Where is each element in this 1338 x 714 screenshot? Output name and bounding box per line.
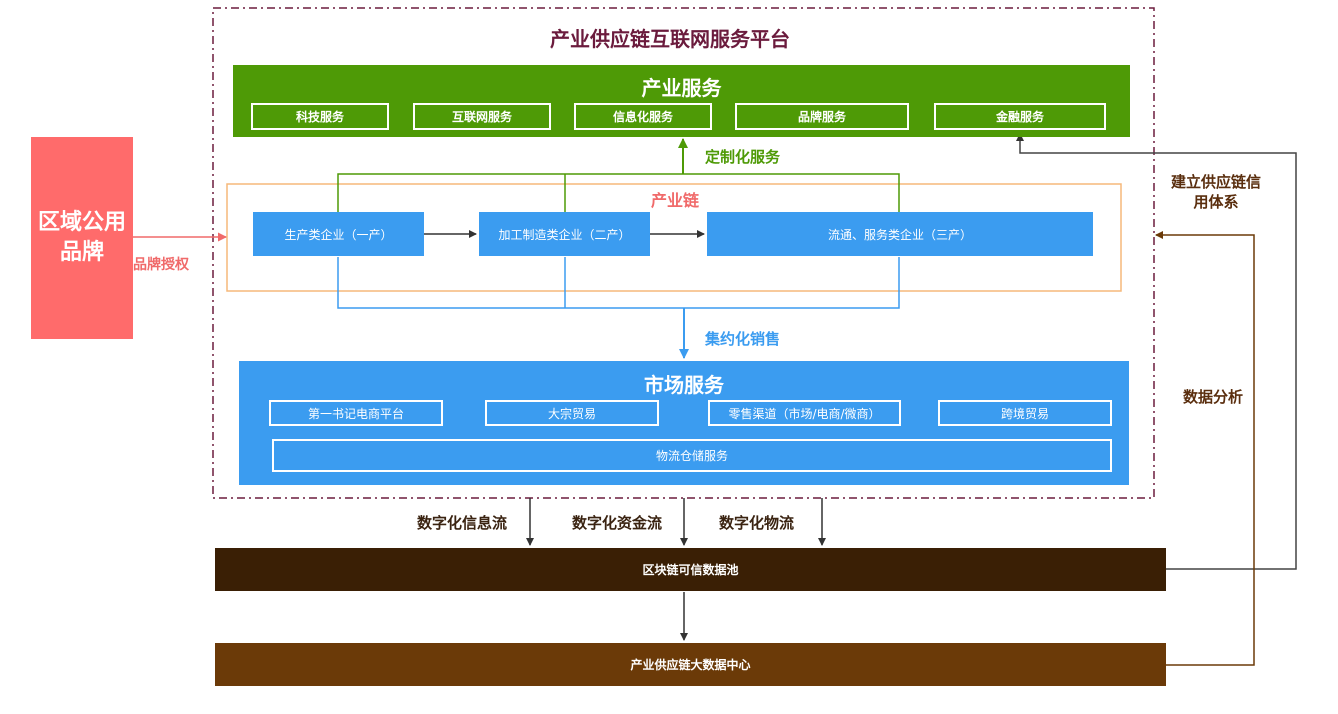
blue-bracket xyxy=(337,257,900,309)
service-finance: 金融服务 xyxy=(934,103,1106,130)
flow-capital: 数字化资金流 xyxy=(572,514,663,532)
industry-service-title: 产业服务 xyxy=(641,75,722,100)
flow-information: 数字化信息流 xyxy=(417,514,508,532)
service-internet: 互联网服务 xyxy=(413,103,551,130)
big-data-center: 产业供应链大数据中心 xyxy=(215,643,1166,686)
flow-logistics: 数字化物流 xyxy=(719,514,795,532)
data-analysis-label: 数据分析 xyxy=(1182,387,1243,406)
market-service-panel: 市场服务 第一书记电商平台 大宗贸易 零售渠道（市场/电商/微商） 跨境贸易 物… xyxy=(239,361,1129,485)
blockchain-pool: 区块链可信数据池 xyxy=(215,548,1166,591)
analysis-loop xyxy=(1155,231,1255,666)
platform-border xyxy=(212,7,1155,499)
chain-node-tertiary: 流通、服务类企业（三产） xyxy=(707,212,1093,256)
custom-service-label: 定制化服务 xyxy=(705,148,781,166)
regional-brand-box: 区域公用品牌 xyxy=(31,137,133,339)
chain-node-primary: 生产类企业（一产） xyxy=(253,212,424,256)
chain-node-secondary: 加工制造类企业（二产） xyxy=(479,212,650,256)
credit-system-label: 建立供应链信用体系 xyxy=(1170,173,1261,211)
market-bulk-trade: 大宗贸易 xyxy=(485,400,659,426)
market-first-secretary: 第一书记电商平台 xyxy=(269,400,443,426)
service-informatization: 信息化服务 xyxy=(574,103,712,130)
platform-title: 产业供应链互联网服务平台 xyxy=(550,26,790,51)
market-service-title: 市场服务 xyxy=(644,372,724,397)
chain-border xyxy=(226,183,1122,292)
intensive-sales-label: 集约化销售 xyxy=(705,330,781,348)
brand-authorization-label: 品牌授权 xyxy=(133,257,189,273)
industry-service-panel: 产业服务 科技服务 互联网服务 信息化服务 品牌服务 金融服务 xyxy=(233,65,1130,137)
industry-chain-title: 产业链 xyxy=(650,191,699,210)
market-logistics: 物流仓储服务 xyxy=(272,439,1112,472)
service-brand: 品牌服务 xyxy=(735,103,909,130)
service-tech: 科技服务 xyxy=(251,103,389,130)
credit-loop xyxy=(1016,133,1297,570)
green-bracket xyxy=(337,173,900,212)
market-cross-border: 跨境贸易 xyxy=(938,400,1112,426)
market-retail: 零售渠道（市场/电商/微商） xyxy=(708,400,901,426)
